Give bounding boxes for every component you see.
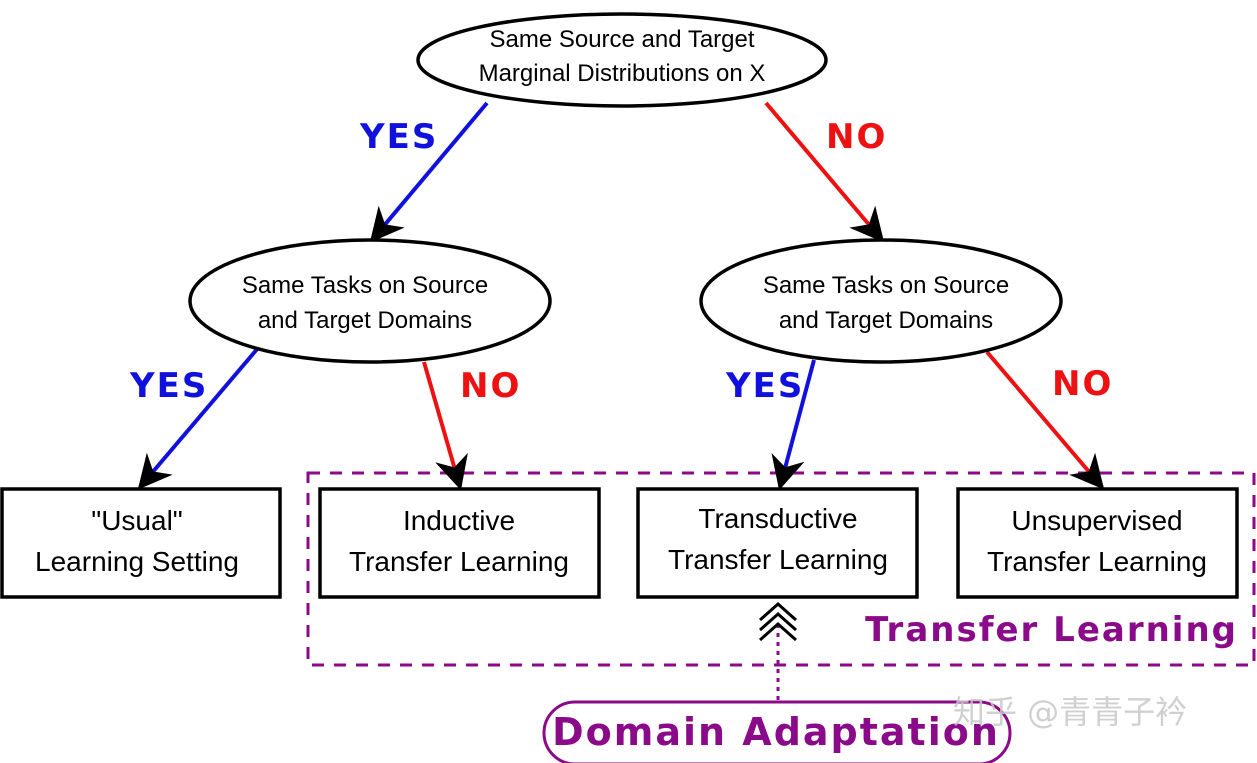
leaf-usual-learning-setting: "Usual" Learning Setting: [0, 487, 282, 599]
edge-left-no: [422, 361, 468, 491]
leaf-inductive-line2: Transfer Learning: [349, 546, 569, 577]
leaf-inductive-line1: Inductive: [403, 505, 515, 536]
decision-node-root-line1: Same Source and Target: [489, 26, 754, 53]
edge-label-root-yes: YES: [359, 117, 438, 157]
edge-label-right-no: NO: [1052, 364, 1113, 404]
edge-right-yes: [771, 359, 816, 491]
edge-right-no: [985, 350, 1105, 490]
decision-node-right: Same Tasks on Source and Target Domains: [699, 238, 1063, 364]
edge-label-root-no: NO: [826, 117, 887, 157]
leaf-unsupervised-transfer-learning: Unsupervised Transfer Learning: [956, 487, 1239, 599]
domain-adaptation-label: Domain Adaptation: [552, 710, 1000, 754]
leaf-usual-line2: Learning Setting: [35, 546, 239, 577]
decision-node-right-line2: and Target Domains: [779, 307, 993, 334]
decision-node-left: Same Tasks on Source and Target Domains: [188, 238, 552, 364]
watermark-text: 知乎 @青青子衿: [953, 693, 1187, 731]
leaf-inductive-transfer-learning: Inductive Transfer Learning: [318, 487, 601, 599]
edge-left-yes: [137, 346, 260, 490]
transfer-learning-group-label: Transfer Learning: [865, 610, 1238, 650]
edge-label-right-yes: YES: [725, 366, 804, 406]
edge-label-left-yes: YES: [129, 366, 208, 406]
leaf-transductive-line1: Transductive: [698, 503, 857, 534]
leaf-usual-line1: "Usual": [91, 505, 182, 536]
domain-adaptation-node: Domain Adaptation: [542, 700, 1012, 763]
decision-node-left-line1: Same Tasks on Source: [242, 272, 488, 299]
edge-root-yes: [369, 101, 489, 243]
decision-node-left-line2: and Target Domains: [258, 307, 472, 334]
leaf-unsupervised-line2: Transfer Learning: [987, 546, 1207, 577]
edge-label-left-no: NO: [460, 366, 521, 406]
decision-node-root: Same Source and Target Marginal Distribu…: [416, 12, 828, 108]
leaf-transductive-line2: Transfer Learning: [668, 544, 888, 575]
leaf-transductive-transfer-learning: Transductive Transfer Learning: [636, 487, 919, 599]
edge-root-no: [764, 101, 885, 243]
triple-chevron-up-icon: [759, 601, 797, 642]
domain-adaptation-connector: [759, 601, 797, 700]
decision-node-root-line2: Marginal Distributions on X: [479, 60, 766, 87]
leaf-unsupervised-line1: Unsupervised: [1011, 505, 1182, 536]
decision-node-right-line1: Same Tasks on Source: [763, 272, 1009, 299]
